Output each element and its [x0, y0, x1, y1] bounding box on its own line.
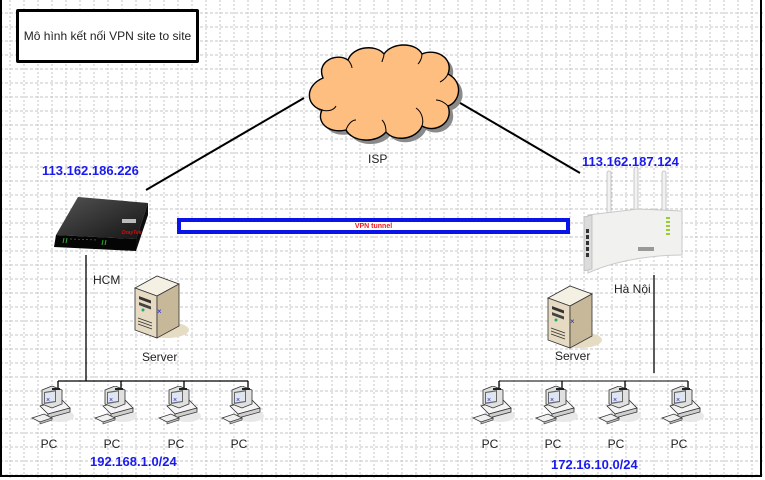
- vpn-tunnel-label: VPN tunnel: [354, 222, 393, 230]
- svg-text:×: ×: [550, 397, 554, 404]
- hanoi-router-icon[interactable]: [578, 165, 688, 275]
- hanoi-lan-subnet: 172.16.10.0/24: [551, 457, 638, 472]
- svg-text:×: ×: [236, 397, 240, 404]
- svg-text:×: ×: [157, 307, 162, 316]
- hcm-lan-subnet: 192.168.1.0/24: [90, 454, 177, 469]
- hanoi-server-icon[interactable]: ×: [546, 282, 606, 352]
- pc-icon: ×: [471, 385, 517, 437]
- pc-icon: ×: [660, 385, 706, 437]
- pc-label: PC: [103, 437, 121, 451]
- pc-icon: ×: [30, 385, 76, 437]
- pc-label: PC: [167, 437, 185, 451]
- svg-text:×: ×: [676, 397, 680, 404]
- hcm-router-icon[interactable]: DrayTek: [50, 195, 150, 260]
- pc[interactable]: × PC: [534, 385, 580, 451]
- title-box: Mô hình kết nối VPN site to site: [16, 9, 199, 63]
- pc-label: PC: [40, 437, 58, 451]
- hcm-wan-ip: 113.162.186.226: [42, 163, 139, 178]
- svg-text:×: ×: [613, 397, 617, 404]
- pc[interactable]: × PC: [30, 385, 76, 451]
- pc[interactable]: × PC: [220, 385, 266, 451]
- svg-text:×: ×: [46, 397, 50, 404]
- svg-text:×: ×: [487, 397, 491, 404]
- svg-text:×: ×: [570, 317, 575, 326]
- hcm-site-label: HCM: [93, 273, 121, 287]
- pc-icon: ×: [220, 385, 266, 437]
- isp-label: ISP: [368, 152, 388, 166]
- pc[interactable]: × PC: [157, 385, 203, 451]
- isp-cloud-icon[interactable]: [298, 40, 473, 155]
- pc[interactable]: × PC: [471, 385, 517, 451]
- hanoi-server-label: Server: [555, 349, 591, 363]
- pc-label: PC: [230, 437, 248, 451]
- link-hcm-isp: [145, 97, 305, 191]
- hanoi-wan-ip: 113.162.187.124: [582, 154, 679, 169]
- svg-text:DrayTek: DrayTek: [122, 230, 142, 236]
- vpn-tunnel[interactable]: VPN tunnel: [177, 218, 570, 234]
- pc-label: PC: [481, 437, 499, 451]
- pc[interactable]: × PC: [93, 385, 139, 451]
- diagram-title: Mô hình kết nối VPN site to site: [23, 29, 192, 43]
- hcm-server-icon[interactable]: ×: [133, 272, 193, 342]
- pc-label: PC: [670, 437, 688, 451]
- hanoi-site-label: Hà Nội: [614, 282, 651, 296]
- pc-icon: ×: [597, 385, 643, 437]
- pc-icon: ×: [93, 385, 139, 437]
- pc-icon: ×: [534, 385, 580, 437]
- pc-label: PC: [544, 437, 562, 451]
- hcm-server-label: Server: [142, 350, 178, 364]
- pc-icon: ×: [157, 385, 203, 437]
- pc[interactable]: × PC: [597, 385, 643, 451]
- svg-text:×: ×: [173, 397, 177, 404]
- svg-text:×: ×: [109, 397, 113, 404]
- pc[interactable]: × PC: [660, 385, 706, 451]
- link-isp-hanoi: [454, 99, 581, 174]
- pc-label: PC: [607, 437, 625, 451]
